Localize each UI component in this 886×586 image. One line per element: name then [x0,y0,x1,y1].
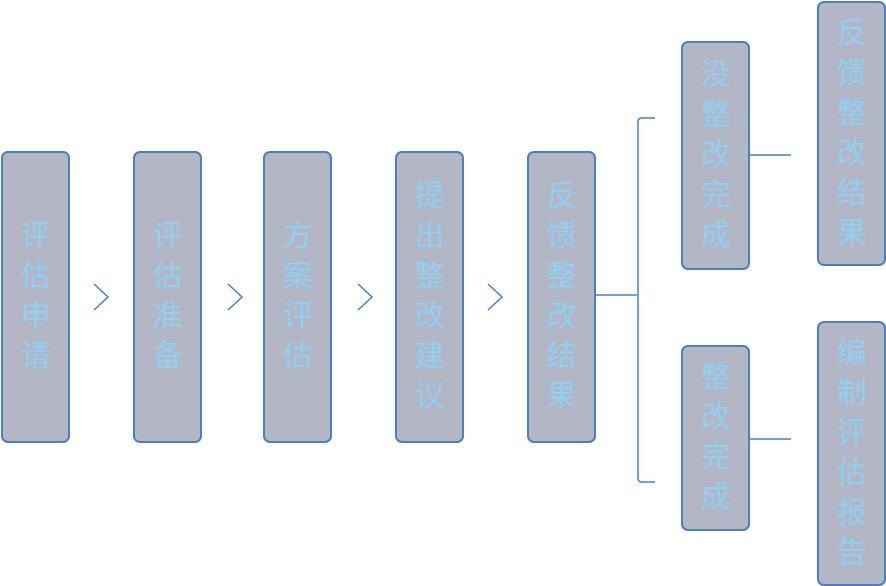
outcome-label: 编制评估报告 [836,335,867,571]
chevron-right-icon [227,283,243,311]
branch-label: 整改完成 [700,360,731,515]
step-label: 评估准备 [152,219,183,374]
step-box-evaluation-application: 评估申请 [1,151,70,443]
step-label: 反馈整改结果 [546,179,577,414]
step-box-feedback-result: 反馈整改结果 [527,151,596,443]
step-label: 评估申请 [20,219,51,374]
branch-box-rectified: 整改完成 [681,345,750,531]
outcome-box-compile-report: 编制评估报告 [817,321,886,586]
branch-label: 没整改完成 [700,57,731,253]
step-label: 方案评估 [282,219,313,374]
outcome-label: 反馈整改结果 [836,15,867,251]
step-box-plan-evaluation: 方案评估 [263,151,332,443]
step-box-propose-rectification: 提出整改建议 [395,151,464,443]
branch-box-not-rectified: 没整改完成 [681,41,750,270]
chevron-right-icon [357,283,373,311]
chevron-right-icon [487,283,503,311]
step-box-evaluation-preparation: 评估准备 [133,151,202,443]
chevron-right-icon [93,283,109,311]
outcome-box-feedback-result: 反馈整改结果 [817,1,886,266]
step-label: 提出整改建议 [414,179,445,414]
branch-bracket [637,117,655,483]
